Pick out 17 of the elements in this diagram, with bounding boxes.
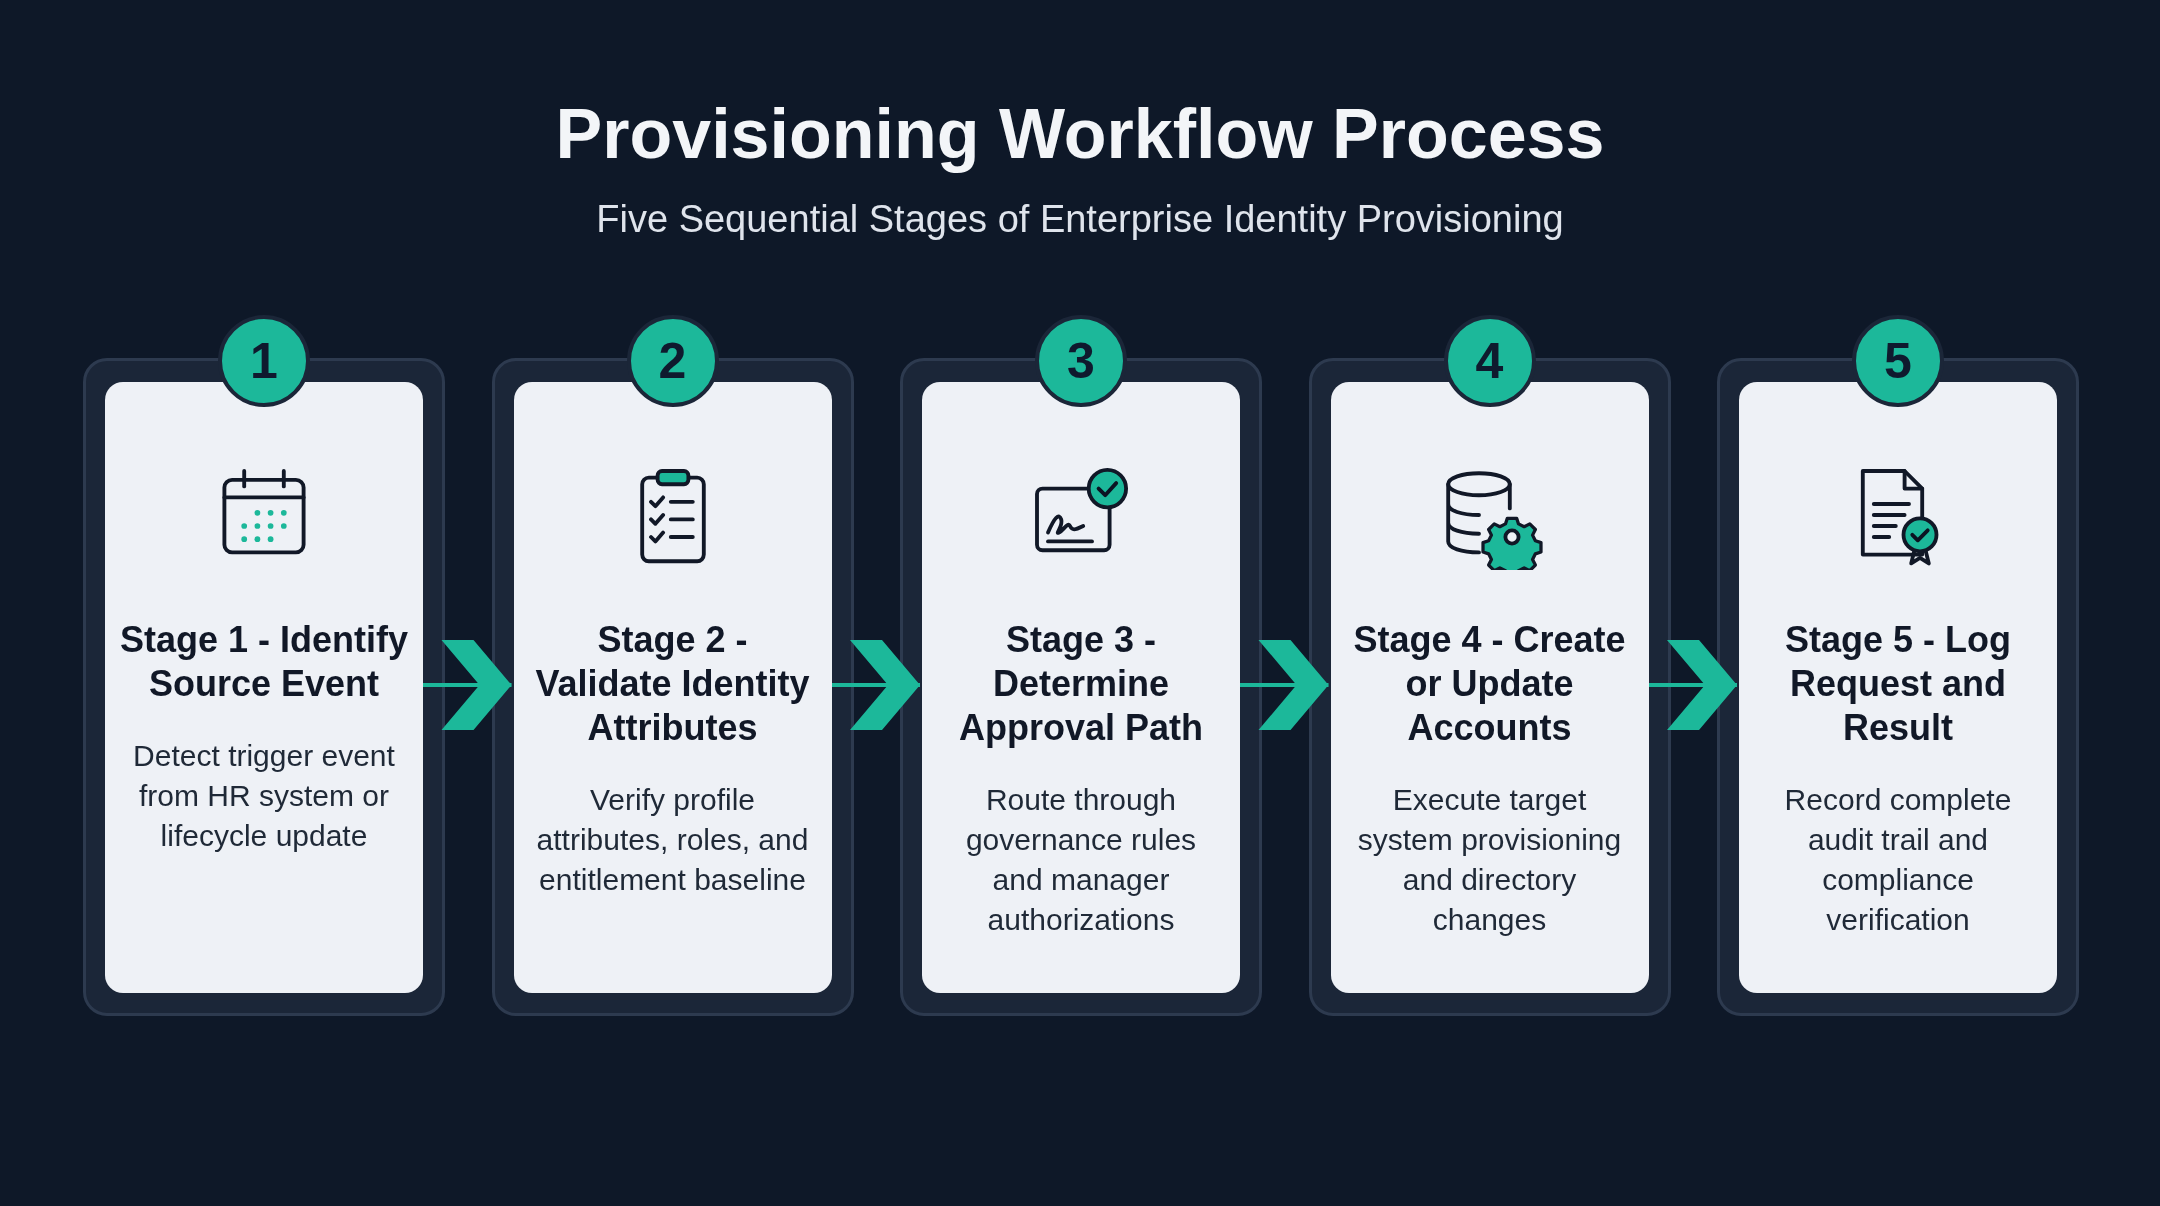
stage-card (105, 382, 423, 993)
stage-heading: Stage 4 - Create or Update Accounts (1352, 618, 1627, 750)
stage-heading: Stage 2 - Validate Identity Attributes (534, 618, 811, 750)
stage-description: Record complete audit trail and compliance verification (1783, 782, 2013, 938)
stage-description: Verify profile attributes, roles, and entitlement baseline (536, 782, 809, 898)
diagram-title: Provisioning Workflow Process (555, 94, 1605, 175)
stage-card (922, 382, 1240, 993)
stage-card (1330, 382, 1649, 993)
stage-card (513, 382, 832, 993)
stage-heading: Stage 5 - Log Request and Result (1784, 618, 2012, 750)
stage-description: Execute target system provisioning and directory changes (1356, 782, 1623, 938)
stage-heading: Stage 3 - Determine Approval Path (957, 618, 1204, 750)
diagram-subtitle: Five Sequential Stages of Enterprise Identity Provisioning (596, 197, 1564, 242)
stage-heading: Stage 1 - Identify Source Event (118, 618, 410, 706)
stage-description: Route through governance rules and manager authorizations (964, 782, 1198, 938)
stage-description: Detect trigger event from HR system or lifecycle update (132, 738, 396, 854)
stage-card (1739, 382, 2057, 993)
